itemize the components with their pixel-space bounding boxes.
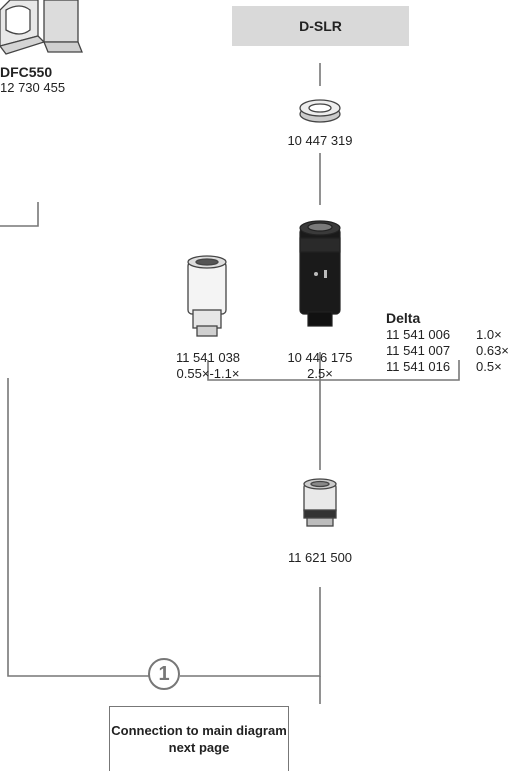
adapter-left-magnification: 0.55×-1.1×	[176, 366, 240, 381]
adapter-middle-part-number: 10 446 175	[287, 350, 353, 365]
coupler-part-number: 11 621 500	[287, 550, 353, 565]
connector-number: 1	[158, 662, 170, 685]
connection-note-box: Connection to main diagram next page	[109, 706, 289, 771]
dfc550-camera-image	[0, 0, 83, 55]
dslr-label: D-SLR	[299, 18, 342, 34]
t2-ring-part-number: 10 447 319	[287, 133, 353, 148]
dslr-box: D-SLR	[232, 6, 409, 46]
delta-row-2-mag: 0.63×	[476, 343, 509, 358]
delta-row-2-part: 11 541 007	[386, 343, 451, 358]
adapter-middle-magnification: 2.5×	[307, 366, 333, 381]
camera-part-number: 12 730 455	[0, 80, 66, 95]
delta-row-3-mag: 0.5×	[476, 359, 502, 374]
t2-ring-image	[299, 99, 341, 123]
adapter-left-part-number: 11 541 038	[175, 350, 241, 365]
delta-row-3-part: 11 541 016	[386, 359, 451, 374]
delta-row-1-mag: 1.0×	[476, 327, 502, 342]
adapter-0.55-1.1-image	[187, 255, 227, 337]
connector-marker: 1	[148, 658, 180, 690]
delta-row-1-part: 11 541 006	[386, 327, 451, 342]
delta-title: Delta	[386, 310, 421, 326]
coupler-image	[303, 478, 337, 527]
note-line-1: Connection to main diagram	[111, 723, 287, 738]
adapter-2.5x-image	[299, 220, 341, 327]
camera-name: DFC550	[0, 64, 53, 80]
note-line-2: next page	[168, 740, 230, 755]
